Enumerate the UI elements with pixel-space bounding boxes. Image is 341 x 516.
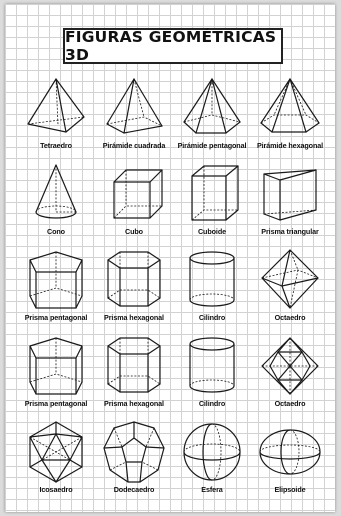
shape-label: Prisma triangular [241, 227, 339, 236]
sphere-icon [180, 420, 244, 484]
shape-prisma-hexagonal-2: Prisma hexagonal [95, 334, 173, 420]
shape-label: Pirámide hexagonal [241, 141, 339, 150]
shape-prisma-triangular: Prisma triangular [251, 162, 329, 248]
shape-prisma-hexagonal: Prisma hexagonal [95, 248, 173, 334]
hexagonal-pyramid-icon [258, 76, 322, 140]
cuboid-icon [180, 162, 244, 226]
octahedron-icon [258, 334, 322, 398]
page-title: FIGURAS GEOMÉTRICAS 3D [63, 28, 283, 64]
shape-icosaedro: Icosaedro [17, 420, 95, 506]
shape-prisma-pentagonal: Prisma pentagonal [17, 248, 95, 334]
shape-prisma-pentagonal-2: Prisma pentagonal [17, 334, 95, 420]
shape-cubo: Cubo [95, 162, 173, 248]
shape-octaedro: Octaedro [251, 248, 329, 334]
shape-label: Octaedro [241, 313, 339, 322]
shape-piramide-hexagonal: Pirámide hexagonal [251, 76, 329, 162]
square-pyramid-icon [102, 76, 166, 140]
shape-esfera: Esfera [173, 420, 251, 506]
shape-cilindro: Cilindro [173, 248, 251, 334]
shape-label: Octaedro [241, 399, 339, 408]
worksheet: FIGURAS GEOMÉTRICAS 3D Tetraedro Pirámid… [5, 4, 335, 512]
hexagonal-prism-icon [102, 334, 166, 398]
cylinder-icon [180, 334, 244, 398]
pentagonal-prism-icon [24, 334, 88, 398]
tetrahedron-icon [24, 76, 88, 140]
shape-cono: Cono [17, 162, 95, 248]
triangular-prism-icon [258, 162, 322, 226]
shape-cilindro-2: Cilindro [173, 334, 251, 420]
shape-label: Elipsoide [241, 485, 339, 494]
dodecahedron-icon [102, 420, 166, 484]
icosahedron-icon [24, 420, 88, 484]
shape-octaedro-2: Octaedro [251, 334, 329, 420]
cone-icon [24, 162, 88, 226]
shape-tetraedro: Tetraedro [17, 76, 95, 162]
shape-piramide-cuadrada: Pirámide cuadrada [95, 76, 173, 162]
shape-cuboide: Cuboide [173, 162, 251, 248]
pentagonal-prism-icon [24, 248, 88, 312]
hexagonal-prism-icon [102, 248, 166, 312]
shape-dodecaedro: Dodecaedro [95, 420, 173, 506]
shape-piramide-pentagonal: Pirámide pentagonal [173, 76, 251, 162]
octahedron-icon [258, 248, 322, 312]
cube-icon [102, 162, 166, 226]
pentagonal-pyramid-icon [180, 76, 244, 140]
cylinder-icon [180, 248, 244, 312]
ellipsoid-icon [258, 420, 322, 484]
shape-elipsoide: Elipsoide [251, 420, 329, 506]
